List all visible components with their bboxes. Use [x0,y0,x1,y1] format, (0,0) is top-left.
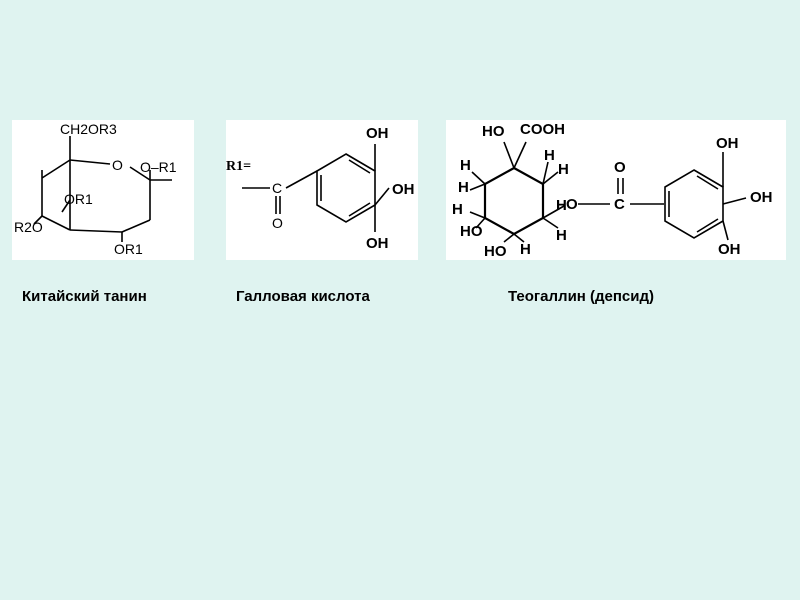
benzene-ring [664,169,724,239]
cyclohexane-ring [483,166,545,236]
label-oh-middle: OH [750,189,773,206]
label-h: H [452,201,463,218]
label-ho-top: HO [482,123,505,140]
label-oh-top: OH [716,135,739,152]
bond [61,199,71,213]
bond [722,197,747,205]
label-ho-bottom: HO [484,243,507,260]
label-h: H [556,227,567,244]
tannin-structure-diagram: CH2OR3 O O–R1 OR1 R2O OR1 [14,121,177,257]
label-o-r1: O–R1 [140,159,177,175]
bond [348,159,371,174]
label-carbonyl-oxygen: O [272,215,283,231]
label-r2o: R2O [14,219,43,235]
bond [513,141,527,169]
bond [41,215,71,231]
bond [722,220,729,241]
bond [513,233,525,243]
label-oh-bottom: OH [366,235,389,252]
label-h: H [520,241,531,258]
label-carbonyl-oxygen: O [614,159,626,176]
tannin-structure-panel: CH2OR3 O O–R1 OR1 R2O OR1 [12,120,194,260]
bond [542,217,559,229]
caption-chinese-tannin: Китайский танин [22,288,147,305]
bond [69,159,111,165]
label-h: H [458,179,469,196]
theogallin-structure-panel: HO COOH H H H H H HO HO H H H O C O OH O… [446,120,786,260]
label-ester-oxygen: O [566,196,578,213]
benzene-ring [316,153,376,223]
label-oh-middle: OH [392,181,415,198]
caption-gallic-acid: Галловая кислота [236,288,370,305]
bond [696,175,719,190]
label-h: H [460,157,471,174]
bond [348,202,371,217]
gallic-structure-panel: R1= C O OH OH OH [226,120,418,260]
label-carbon: C [272,180,282,196]
bond [696,218,719,233]
label-oh-top: OH [366,125,389,142]
bond [469,183,486,191]
label-or1-inner: OR1 [64,191,93,207]
bond [69,229,123,233]
bond [374,187,390,206]
label-oh-bottom: OH [718,241,741,258]
label-ch2or3: CH2OR3 [60,121,117,137]
bond [542,161,549,185]
bond [471,171,486,185]
label-carbon: C [614,196,625,213]
bond [33,215,43,225]
label-h: H [544,147,555,164]
label-cooh: COOH [520,121,565,138]
bond [121,219,151,233]
caption-theogallin: Теогаллин (депсид) [508,288,655,305]
bond [503,141,515,169]
gallic-structure-diagram: R1= C O OH OH OH [226,125,415,252]
bond [542,171,559,185]
bond [475,217,486,229]
label-ring-oxygen: O [112,157,123,173]
bond [469,211,486,219]
label-r1-equals: R1= [226,159,251,174]
bond [285,170,318,189]
label-h: H [556,197,567,214]
label-h: H [558,161,569,178]
label-ho-left: HO [460,223,483,240]
theogallin-structure-diagram: HO COOH H H H H H HO HO H H H O C O OH O… [452,121,773,260]
label-or1-bottom: OR1 [114,241,143,257]
bond [503,233,515,243]
bond [41,159,71,179]
bond [129,166,151,181]
bond [542,205,565,219]
